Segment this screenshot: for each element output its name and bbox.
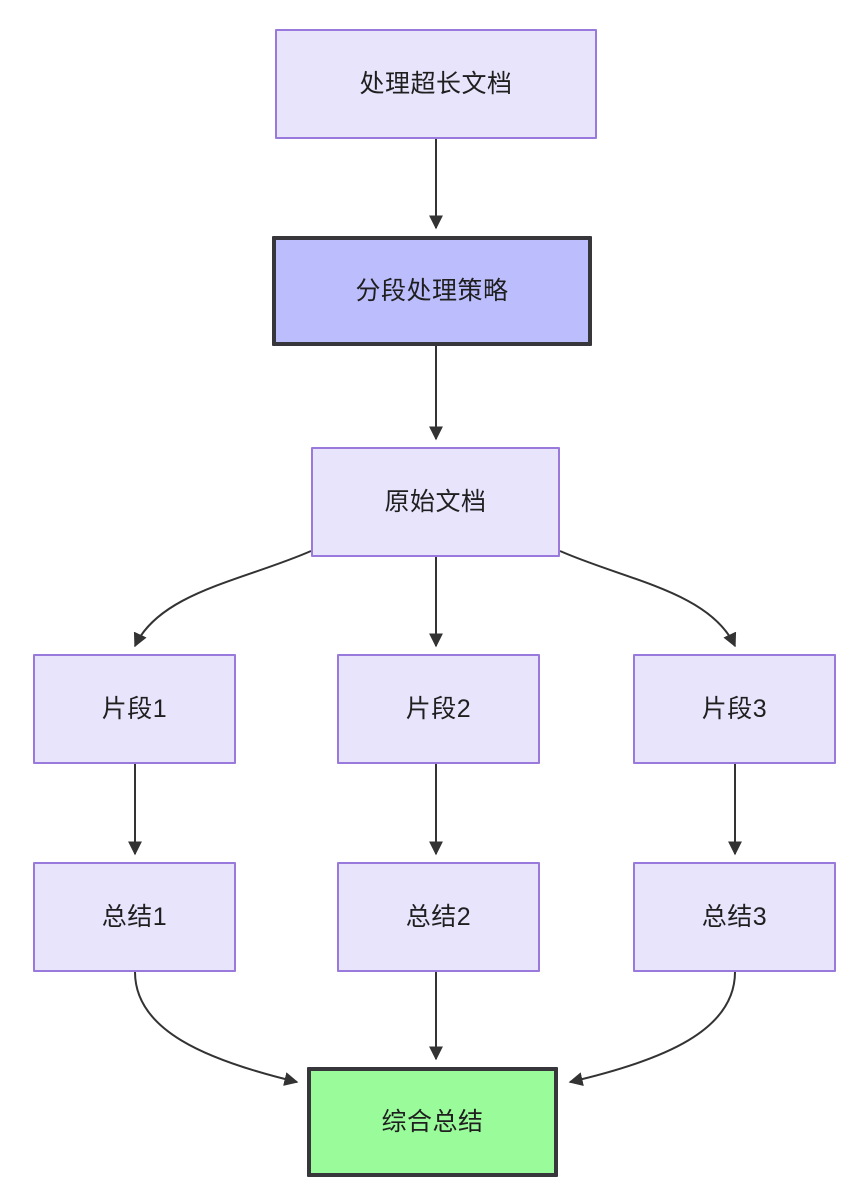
- node-summary-3[interactable]: 总结3: [633, 862, 836, 972]
- node-label: 处理超长文档: [359, 70, 513, 98]
- edge-original-to-chunk3: [559, 550, 737, 648]
- node-label: 总结2: [405, 903, 472, 931]
- node-summary-2[interactable]: 总结2: [337, 862, 540, 972]
- node-summary-1[interactable]: 总结1: [33, 862, 236, 972]
- node-chunking-strategy[interactable]: 分段处理策略: [272, 236, 592, 346]
- node-process-long-document[interactable]: 处理超长文档: [275, 29, 597, 139]
- node-label: 原始文档: [384, 488, 487, 516]
- node-label: 总结1: [101, 903, 168, 931]
- node-final-summary[interactable]: 综合总结: [307, 1067, 558, 1177]
- node-label: 综合总结: [381, 1108, 484, 1136]
- edge-summary1-to-final: [134, 971, 299, 1086]
- node-label: 片段3: [701, 695, 768, 723]
- edge-summary3-to-final: [568, 971, 736, 1086]
- node-chunk-2[interactable]: 片段2: [337, 654, 540, 764]
- node-chunk-3[interactable]: 片段3: [633, 654, 836, 764]
- node-original-document[interactable]: 原始文档: [311, 447, 560, 557]
- edge-original-to-chunk1: [133, 550, 312, 648]
- node-label: 片段2: [405, 695, 472, 723]
- node-chunk-1[interactable]: 片段1: [33, 654, 236, 764]
- node-label: 片段1: [101, 695, 168, 723]
- node-label: 分段处理策略: [355, 277, 509, 305]
- node-label: 总结3: [701, 903, 768, 931]
